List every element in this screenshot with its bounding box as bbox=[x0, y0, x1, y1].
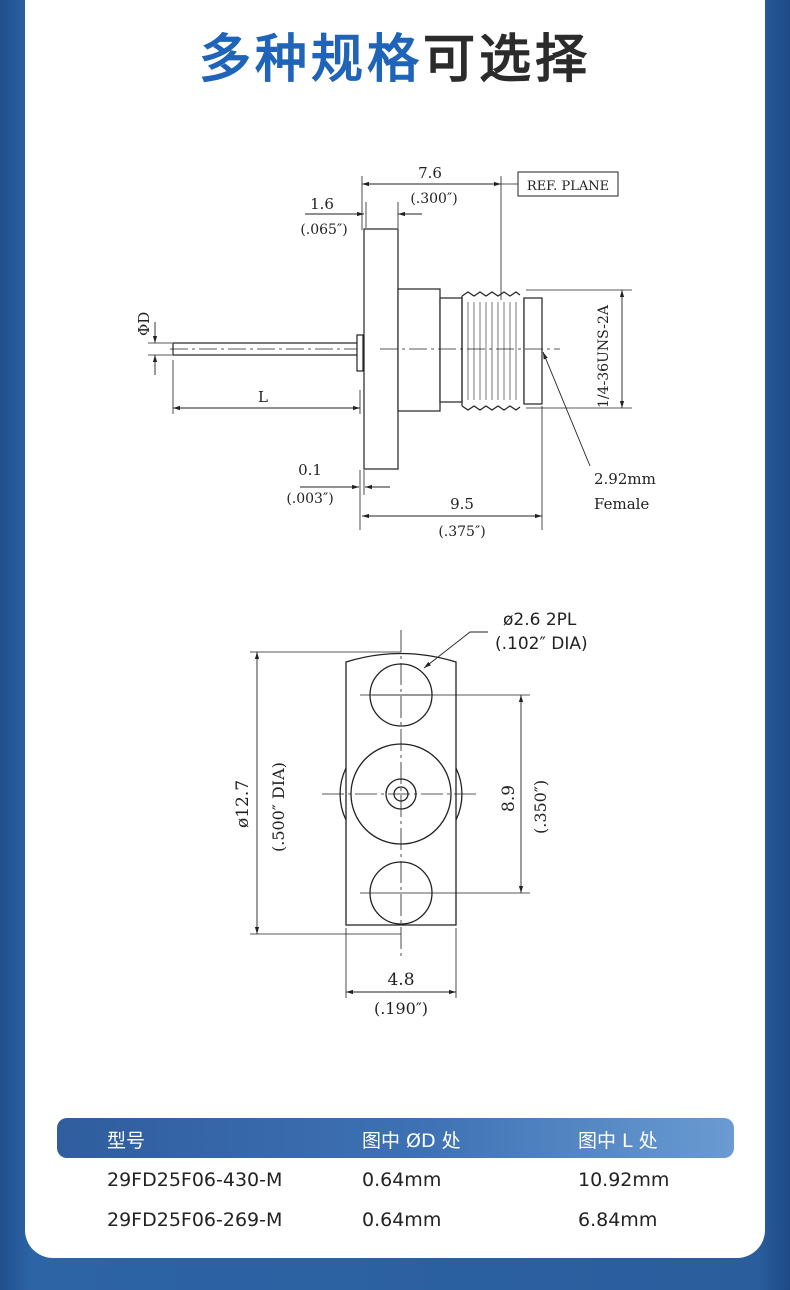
ref-plane-label: REF. PLANE bbox=[527, 179, 609, 194]
cell-model: 29FD25F06-269-M bbox=[107, 1209, 283, 1231]
cell-od: 0.64mm bbox=[362, 1209, 442, 1231]
dim-gap-in: (.003″) bbox=[286, 491, 333, 507]
cell-od: 0.64mm bbox=[362, 1169, 442, 1191]
dim-l-label: L bbox=[258, 388, 268, 406]
side-view bbox=[148, 171, 632, 530]
width-in: (.190″) bbox=[374, 999, 428, 1018]
table-row: 29FD25F06-269-M 0.64mm 6.84mm bbox=[0, 1207, 790, 1237]
table-row: 29FD25F06-430-M 0.64mm 10.92mm bbox=[0, 1167, 790, 1197]
dim-flange-mm: 1.6 bbox=[310, 195, 334, 213]
dim-body-in: (.375″) bbox=[438, 524, 485, 540]
thread-label: 1/4-36UNS-2A bbox=[596, 304, 612, 408]
dim-gap-mm: 0.1 bbox=[298, 461, 322, 479]
thread bbox=[461, 291, 525, 411]
dim-length-mm: 7.6 bbox=[418, 164, 442, 182]
technical-drawing: 7.6 (.300″) REF. PLANE 1.6 (.065″) ΦD L … bbox=[135, 164, 656, 1018]
hole-size-mm: ø2.6 2PL bbox=[503, 610, 577, 630]
diameter-mm: ø12.7 bbox=[233, 780, 253, 828]
dim-body-mm: 9.5 bbox=[450, 495, 474, 513]
cell-l: 6.84mm bbox=[578, 1209, 658, 1231]
front-view bbox=[250, 630, 530, 998]
width-mm: 4.8 bbox=[387, 970, 414, 990]
header-l: 图中 L 处 bbox=[578, 1130, 658, 1152]
pitch-mm: 8.9 bbox=[499, 785, 519, 812]
connector-gender-label: Female bbox=[594, 495, 649, 513]
content-card bbox=[25, 0, 765, 1258]
pitch-in: (.350″) bbox=[531, 780, 550, 834]
connector-size-label: 2.92mm bbox=[594, 470, 656, 488]
hole-size-in: (.102″ DIA) bbox=[495, 634, 588, 654]
header-model: 型号 bbox=[107, 1130, 146, 1152]
title-part-2: 可选择 bbox=[423, 30, 592, 90]
page-title: 多种规格可选择 bbox=[0, 28, 790, 92]
diameter-in: (.500″ DIA) bbox=[269, 762, 288, 852]
body bbox=[397, 288, 441, 412]
table-header: 型号 图中 ØD 处 图中 L 处 bbox=[57, 1118, 734, 1158]
dim-length-in: (.300″) bbox=[410, 191, 457, 207]
dim-flange-in: (.065″) bbox=[300, 222, 347, 238]
cell-l: 10.92mm bbox=[578, 1169, 670, 1191]
title-part-1: 多种规格 bbox=[198, 30, 423, 90]
header-od: 图中 ØD 处 bbox=[362, 1130, 461, 1152]
dim-d-label: ΦD bbox=[135, 312, 153, 336]
cell-model: 29FD25F06-430-M bbox=[107, 1169, 283, 1191]
